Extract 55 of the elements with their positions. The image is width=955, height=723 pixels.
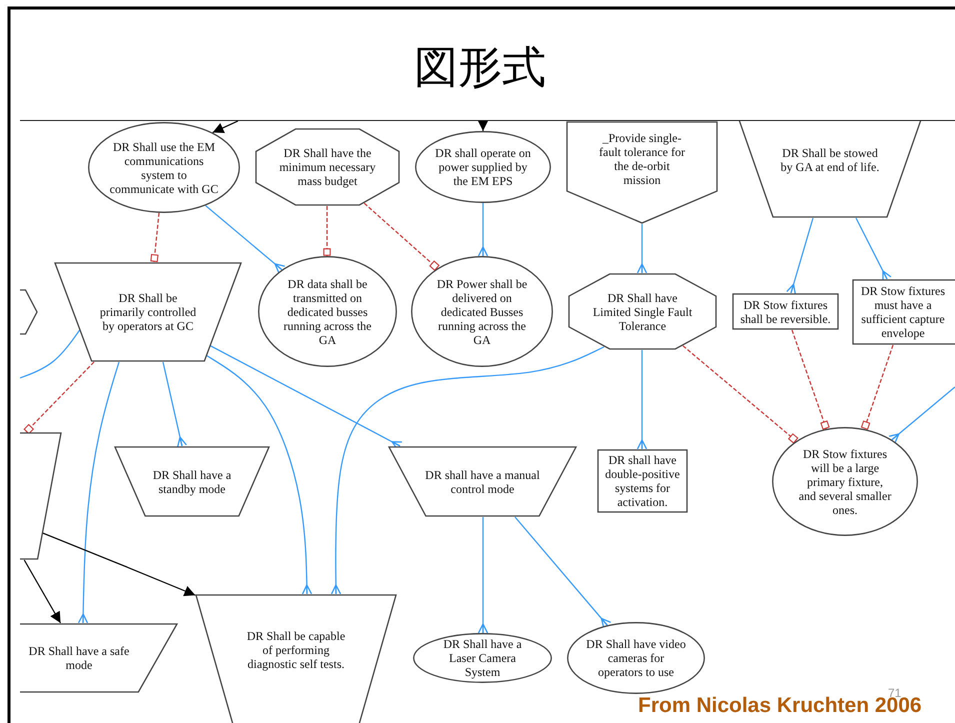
connector-line (20, 330, 80, 379)
connector-arrow (478, 121, 488, 131)
pentagon-node (566, 121, 718, 224)
connector-arrow (162, 362, 188, 448)
connector-arrow (212, 121, 238, 134)
octagon-node (255, 128, 400, 206)
trapezoid-node (388, 446, 577, 517)
node-text: DR shall operate on power supplied by the EM EPS (434, 146, 532, 188)
trapezoid-node (20, 623, 178, 693)
node-text: DR Shall have the minimum necessary mass budget (278, 146, 377, 188)
node-text: DR Shall use the EM communications system to communicate with GC (108, 140, 220, 196)
connector-arrow (478, 517, 488, 634)
connector-arrow (636, 224, 648, 274)
connector-arrow (514, 516, 612, 629)
node-text: DR Shall have a Laser Camera System (442, 637, 523, 679)
connector-arrow (786, 218, 814, 295)
connector-arrow (330, 346, 604, 595)
connector-arrow (205, 205, 286, 274)
connector-arrow (855, 218, 892, 282)
ellipse-node (258, 256, 397, 367)
ellipse-node (411, 256, 553, 367)
rectangle-node (732, 293, 839, 330)
node-text: DR Shall have a standby mode (152, 468, 232, 496)
connector-arrow (78, 362, 120, 624)
node-text: DR Stow fixtures will be a large primary fixture, and several smaller ones. (798, 446, 892, 516)
ellipse-node (567, 622, 705, 694)
octagon-node (568, 273, 717, 350)
connector-arrow (24, 560, 62, 624)
ellipse-node (415, 131, 551, 203)
ellipse-node (88, 122, 240, 213)
node-text: DR Stow fixtures shall be reversible. (739, 298, 832, 326)
connector-arrow (42, 532, 196, 596)
trapezoid-node (54, 262, 242, 362)
connector-arrow (636, 350, 648, 450)
rectangle-node (597, 449, 688, 513)
node-text: DR shall have a manual control mode (424, 468, 541, 496)
ellipse-node (772, 427, 918, 536)
connector-arrow (888, 386, 955, 444)
node-text: DR Shall have video cameras for operators to use (586, 637, 686, 679)
node-text: DR Shall be capable of performing diagnostic self tests. (246, 629, 346, 671)
node-text: DR data shall be transmitted on dedicated busses running across the GA (282, 276, 372, 346)
node-text: DR Shall be primarily controlled by operators at GC (98, 291, 198, 333)
trapezoid-node (195, 594, 397, 723)
node-text: _Provide single-fault tolerance for the de-orbit mission (598, 130, 686, 186)
connector-arrow (478, 203, 488, 257)
node-text: DR Shall have a safe mode (28, 644, 130, 672)
node-text: DR shall have double-positive systems for activation. (604, 453, 681, 509)
node-text: DR Shall be stowed by GA at end of life. (780, 146, 880, 174)
trapezoid-node (114, 446, 270, 517)
slide-title: 図形式 (413, 41, 547, 95)
node-text: DR Power shall be delivered on dedicated Busses running across the GA (436, 276, 528, 346)
node-text: DR Shall have Limited Single Fault Tolerance (592, 290, 694, 332)
node-text: DR Stow fixtures must have a sufficient capture envelope (860, 284, 946, 340)
connector-arrow (206, 355, 312, 595)
ellipse-node (413, 633, 552, 683)
